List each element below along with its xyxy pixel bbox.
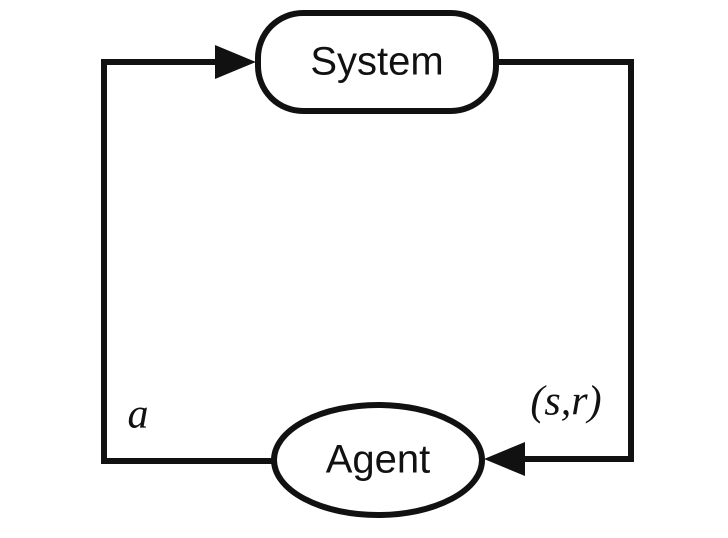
observation-label: (s,r) (530, 379, 601, 425)
agent-node (271, 402, 485, 518)
action-label: a (128, 392, 149, 438)
agent-label: Agent (326, 438, 431, 482)
system-label: System (310, 40, 443, 84)
observation-arrowhead (484, 442, 525, 476)
observation-edge (497, 59, 634, 462)
action-arrowhead (215, 45, 256, 79)
system-node (255, 10, 499, 114)
action-edge (101, 59, 275, 464)
